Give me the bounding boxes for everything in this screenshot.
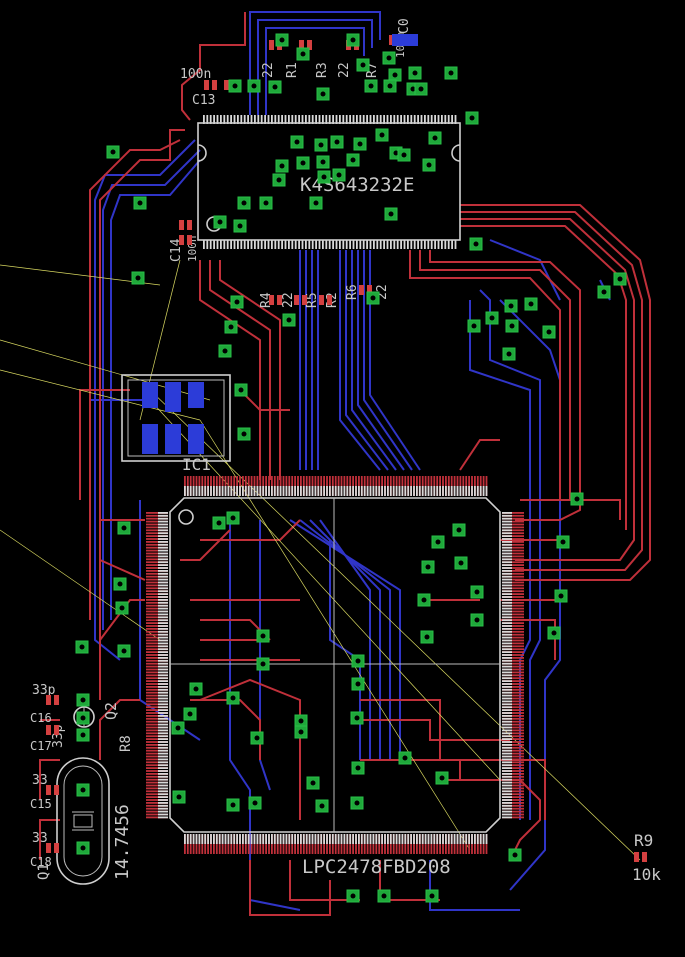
ic1-label: IC1 bbox=[182, 455, 211, 474]
passive-labels: 100n C13 C0 100n 22 R1 R3 22 R7 C14 100n… bbox=[30, 18, 661, 884]
sdram-label: K4S643232E bbox=[300, 174, 414, 196]
r9-label: R9 bbox=[634, 831, 653, 850]
c13-label: C13 bbox=[192, 93, 215, 108]
c33c-label: 33 bbox=[32, 773, 48, 788]
r3-label: R3 bbox=[315, 62, 330, 78]
mcu-label: LPC2478FBD208 bbox=[302, 856, 451, 878]
sdram-pins-top bbox=[203, 115, 457, 124]
c18-label: C18 bbox=[30, 855, 52, 869]
crystal-q1[interactable]: 14.7456 Q1 bbox=[36, 757, 133, 885]
c15-label: C15 bbox=[30, 797, 52, 811]
mcu-pins bbox=[146, 476, 524, 854]
r5-label: R5 bbox=[305, 292, 320, 308]
c0-label: C0 bbox=[397, 18, 412, 34]
r22a-label: 22 bbox=[261, 62, 276, 78]
crystal-value-label: 14.7456 bbox=[112, 804, 133, 880]
r9-value: 10k bbox=[632, 865, 661, 884]
c13-value: 100n bbox=[180, 67, 211, 82]
q2-label: Q2 bbox=[102, 702, 120, 720]
sdram-pins-bottom bbox=[203, 240, 457, 249]
r22c-label: 22 bbox=[281, 292, 296, 308]
c33d-label: 33 bbox=[32, 831, 48, 846]
q1-label: Q1 bbox=[36, 863, 52, 880]
r6-label: R6 bbox=[345, 284, 360, 300]
r1-label: R1 bbox=[285, 62, 300, 78]
top-layer-traces bbox=[39, 12, 651, 916]
mcu-chip[interactable]: LPC2478FBD208 bbox=[146, 476, 524, 878]
c17-label: C17 bbox=[30, 739, 52, 753]
c33a-label: 33p bbox=[32, 683, 56, 698]
ic1-regulator[interactable]: IC1 bbox=[121, 374, 231, 474]
vias bbox=[75, 33, 627, 903]
r22b-label: 22 bbox=[337, 62, 352, 78]
c16-label: C16 bbox=[30, 711, 52, 725]
r8-label: R8 bbox=[118, 735, 134, 752]
smd-pads bbox=[46, 34, 647, 862]
